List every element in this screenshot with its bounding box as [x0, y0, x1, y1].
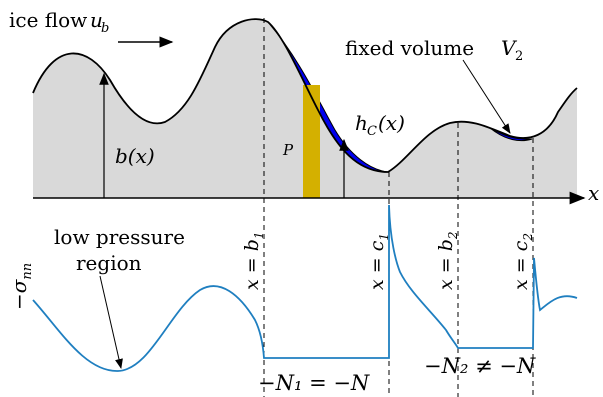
svg-text:x = b2: x = b2 — [435, 231, 460, 290]
svg-text:x = b1: x = b1 — [241, 231, 266, 290]
stress-curve — [32, 204, 578, 372]
ice-flow-var: u — [90, 8, 103, 32]
ice-flow-text: ice flow — [9, 8, 87, 32]
low-pressure-line1: low pressure — [54, 225, 185, 249]
low-pressure-pointer — [99, 275, 123, 369]
marker-c1-label: x = c1 — [366, 233, 391, 290]
n1-label: −N₁ = −N — [258, 371, 370, 395]
pressure-patch-label: P — [282, 141, 294, 159]
cavity-height-arg: (x) — [378, 111, 405, 135]
bed-height-label: b(x) — [115, 144, 155, 168]
ice-flow-sub: b — [101, 21, 109, 36]
svg-text:x = c2: x = c2 — [510, 233, 535, 290]
cavity-height-label: h — [355, 111, 368, 135]
low-pressure-line2: region — [76, 251, 142, 275]
svg-text:x = c1: x = c1 — [366, 233, 391, 290]
fixed-volume-var: V — [501, 36, 518, 60]
x-axis-label: x — [588, 181, 599, 205]
pressure-patch — [303, 85, 320, 198]
svg-text:−σnn: −σnn — [7, 263, 35, 310]
fixed-volume-text: fixed volume — [345, 36, 474, 60]
stress-ylabel: −σnn — [7, 263, 35, 310]
fixed-volume-pointer — [462, 59, 511, 134]
marker-b1-label: x = b1 — [241, 231, 266, 290]
cavity-2 — [489, 127, 533, 142]
cavity-height-sub: C — [367, 124, 377, 139]
marker-b2-label: x = b2 — [435, 231, 460, 290]
bed-curve — [32, 18, 578, 173]
n2-label: −N₂ ≠ −N — [424, 354, 536, 378]
marker-c2-label: x = c2 — [510, 233, 535, 290]
fixed-volume-sub: 2 — [515, 49, 523, 64]
